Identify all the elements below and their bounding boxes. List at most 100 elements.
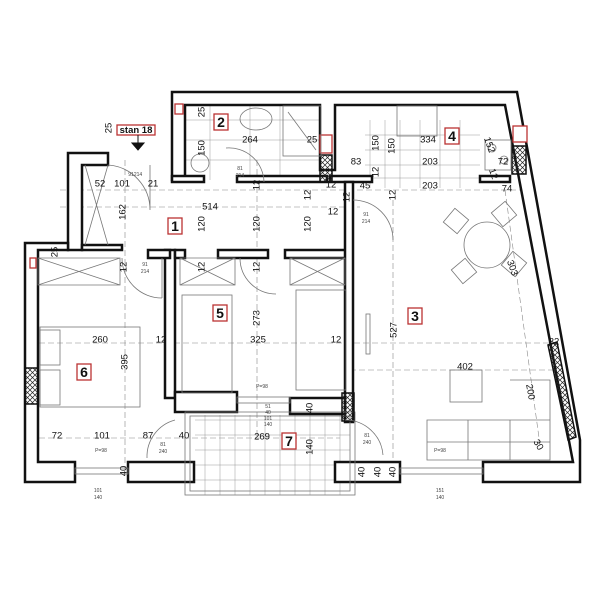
shower-tray bbox=[282, 105, 322, 157]
dimension: 12 bbox=[197, 262, 208, 273]
room-numbers: 1 2 3 4 5 6 7 bbox=[76, 113, 460, 450]
room-number: 4 bbox=[448, 128, 456, 144]
dimension: 203 bbox=[422, 157, 438, 168]
dimension: 140 bbox=[305, 439, 316, 455]
door-note: 240 bbox=[363, 440, 372, 446]
kitchen-sink bbox=[396, 105, 438, 137]
shafts bbox=[24, 103, 577, 442]
window-note: 51 bbox=[265, 404, 271, 410]
coffee-table bbox=[449, 369, 483, 403]
dimension: 87 bbox=[143, 431, 154, 442]
window-note: 40 bbox=[265, 410, 271, 416]
dimension: 45 bbox=[360, 181, 371, 192]
dimension: 12 bbox=[388, 190, 399, 201]
dimension: 334 bbox=[420, 135, 436, 146]
dimension: 12 bbox=[371, 167, 382, 178]
window-note: 140 bbox=[264, 422, 273, 428]
dimension: 200 bbox=[523, 383, 537, 401]
dimension: 514 bbox=[202, 202, 218, 213]
sofa bbox=[426, 379, 551, 461]
dimension: 25 bbox=[50, 247, 61, 258]
toilet bbox=[190, 153, 210, 173]
room-number: 5 bbox=[216, 305, 224, 321]
dimension: 120 bbox=[303, 216, 314, 232]
window bbox=[236, 396, 291, 404]
dimension: 120 bbox=[252, 216, 263, 232]
dimension: 12 bbox=[303, 190, 314, 201]
window-note: 151 bbox=[436, 488, 445, 494]
dimension: 260 bbox=[92, 335, 108, 346]
dimension: 12 bbox=[326, 180, 337, 191]
dimension: 40 bbox=[388, 467, 399, 478]
room-number: 7 bbox=[285, 433, 293, 449]
dining-table bbox=[463, 221, 511, 269]
door-note: 91 bbox=[363, 212, 369, 218]
opening-notes: 91 214 91 214 81 214 91 214 81 240 81 24… bbox=[94, 166, 446, 501]
room-number: 1 bbox=[171, 218, 179, 234]
dimension: 40 bbox=[305, 403, 316, 414]
dimension: 150 bbox=[387, 138, 398, 154]
door-note: 240 bbox=[159, 449, 168, 455]
dimension: 12 bbox=[331, 335, 342, 346]
dimension: 74 bbox=[502, 184, 513, 195]
dimension: 269 bbox=[254, 432, 270, 443]
dimension: 25 bbox=[197, 107, 208, 118]
room-number: 3 bbox=[411, 308, 419, 324]
dimension: 12 bbox=[252, 180, 263, 191]
dimension: 273 bbox=[252, 310, 263, 326]
dimension: 325 bbox=[250, 335, 266, 346]
dimension: 101 bbox=[94, 431, 110, 442]
walls bbox=[23, 90, 582, 496]
door-note: 91 bbox=[128, 172, 134, 178]
door-note: 81 bbox=[237, 166, 243, 172]
door-note: 81 bbox=[364, 433, 370, 439]
furniture bbox=[37, 105, 551, 461]
dimension: 150 bbox=[197, 140, 208, 156]
dimension: 12 bbox=[156, 335, 167, 346]
dimension: 52 bbox=[95, 179, 106, 190]
dimension: 527 bbox=[389, 322, 400, 338]
dimension: 83 bbox=[351, 157, 362, 168]
dimension: 162 bbox=[118, 204, 129, 220]
window-note: 101 bbox=[94, 488, 103, 494]
dimension: 203 bbox=[422, 181, 438, 192]
dimensions: 25 101 52 21 162 514 120 120 120 12 12 1… bbox=[50, 107, 560, 478]
dimension: 72 bbox=[498, 157, 509, 168]
dimension: 12 bbox=[486, 167, 500, 181]
dimension: 12 bbox=[252, 262, 263, 273]
dimension: 25 bbox=[104, 123, 115, 134]
room-number: 2 bbox=[217, 114, 225, 130]
floor-note: P=98 bbox=[256, 384, 268, 390]
cooktop bbox=[484, 139, 512, 171]
dimension: 32 bbox=[549, 337, 560, 348]
dimension: 40 bbox=[373, 467, 384, 478]
dimension: 40 bbox=[357, 467, 368, 478]
dimension: 152 bbox=[481, 136, 497, 155]
dimension: 40 bbox=[179, 431, 190, 442]
dimension: 12 bbox=[119, 262, 130, 273]
door-note: 81 bbox=[160, 442, 166, 448]
dimension: 264 bbox=[242, 135, 258, 146]
dimension: 12 bbox=[328, 207, 339, 218]
dimension: 101 bbox=[114, 179, 130, 190]
dimension: 395 bbox=[120, 354, 131, 370]
door-note: 214 bbox=[134, 172, 143, 178]
window-note: 140 bbox=[94, 495, 103, 501]
door-note: 214 bbox=[362, 219, 371, 225]
dimension: 30 bbox=[531, 438, 546, 453]
unit-label: stan 18 bbox=[116, 124, 156, 151]
dimension: 12 bbox=[342, 192, 353, 203]
single-bed bbox=[295, 289, 347, 391]
dimension: 402 bbox=[457, 362, 473, 373]
window bbox=[399, 467, 484, 475]
sink bbox=[239, 107, 273, 131]
tv-unit bbox=[365, 313, 371, 355]
dimension: 25 bbox=[307, 135, 318, 146]
window-note: 101 bbox=[264, 416, 273, 422]
dimension: 120 bbox=[197, 216, 208, 232]
window-note: 140 bbox=[436, 495, 445, 501]
room-number: 6 bbox=[80, 364, 88, 380]
unit-label-text: stan 18 bbox=[120, 125, 153, 136]
dimension: 40 bbox=[119, 466, 130, 477]
